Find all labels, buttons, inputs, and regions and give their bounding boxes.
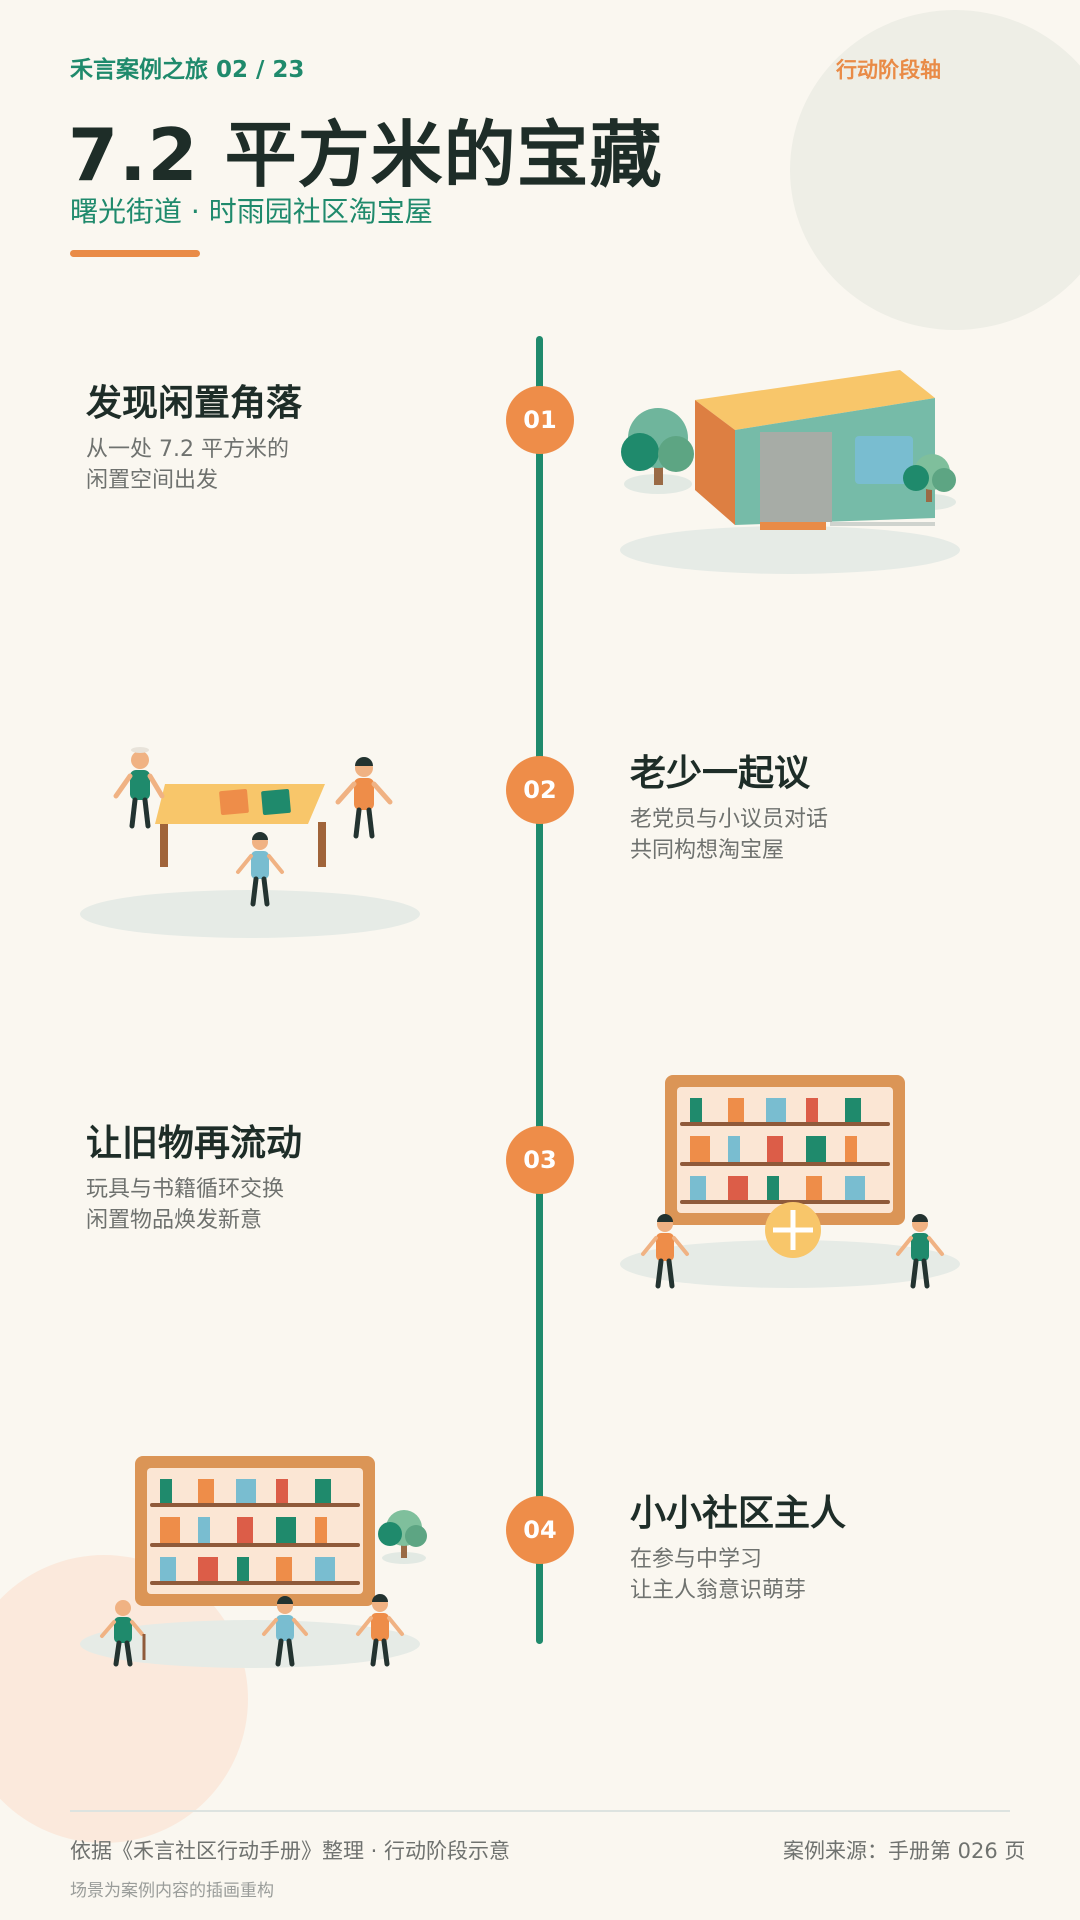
step-02-text: 老少一起议 老党员与小议员对话 共同构想淘宝屋 <box>630 744 828 866</box>
container-house-icon <box>620 370 960 574</box>
footer-source-note: 依据《禾言社区行动手册》整理 · 行动阶段示意 <box>70 1839 511 1863</box>
step-node-01: 01 <box>506 386 574 454</box>
page-title: 7.2 平方米的宝藏 <box>68 113 663 197</box>
title-underline <box>70 250 200 257</box>
step-04-text: 小小社区主人 在参与中学习 让主人翁意识萌芽 <box>630 1484 846 1606</box>
step-desc-line: 老党员与小议员对话 <box>630 807 829 832</box>
step-desc-line: 玩具与书籍循环交换 <box>86 1177 285 1202</box>
step-desc-line: 共同构想淘宝屋 <box>630 838 785 863</box>
step-desc-line: 在参与中学习 <box>630 1547 763 1572</box>
stage-label: 行动阶段轴 <box>836 58 941 82</box>
step-title: 小小社区主人 <box>630 1493 847 1534</box>
series-label: 禾言案例之旅 02 / 23 <box>70 57 305 83</box>
community-shelf-icon <box>80 1456 427 1668</box>
step-desc-line: 让主人翁意识萌芽 <box>630 1578 807 1603</box>
discussion-table-icon <box>80 747 420 938</box>
step-node-04: 04 <box>506 1496 574 1564</box>
exchange-shelf-icon <box>620 1075 960 1289</box>
step-node-02: 02 <box>506 756 574 824</box>
step-01-text: 发现闲置角落 从一处 7.2 平方米的 闲置空间出发 <box>86 374 302 496</box>
page-subtitle: 曙光街道 · 时雨园社区淘宝屋 <box>70 195 433 228</box>
step-03-text: 让旧物再流动 玩具与书籍循环交换 闲置物品焕发新意 <box>86 1114 302 1236</box>
step-title: 老少一起议 <box>630 753 811 794</box>
step-desc-line: 闲置物品焕发新意 <box>86 1208 263 1233</box>
footer-divider <box>70 1810 1010 1812</box>
step-title: 让旧物再流动 <box>86 1123 303 1164</box>
step-title: 发现闲置角落 <box>86 383 303 424</box>
footer-page-ref: 案例来源：手册第 026 页 <box>783 1839 1026 1863</box>
footer-illustration-note: 场景为案例内容的插画重构 <box>70 1881 274 1901</box>
timeline-line <box>536 336 543 1644</box>
decorative-circle-top-right <box>790 10 1080 330</box>
step-node-03: 03 <box>506 1126 574 1194</box>
step-desc-line: 闲置空间出发 <box>86 468 219 493</box>
step-desc-line: 从一处 7.2 平方米的 <box>86 437 289 462</box>
